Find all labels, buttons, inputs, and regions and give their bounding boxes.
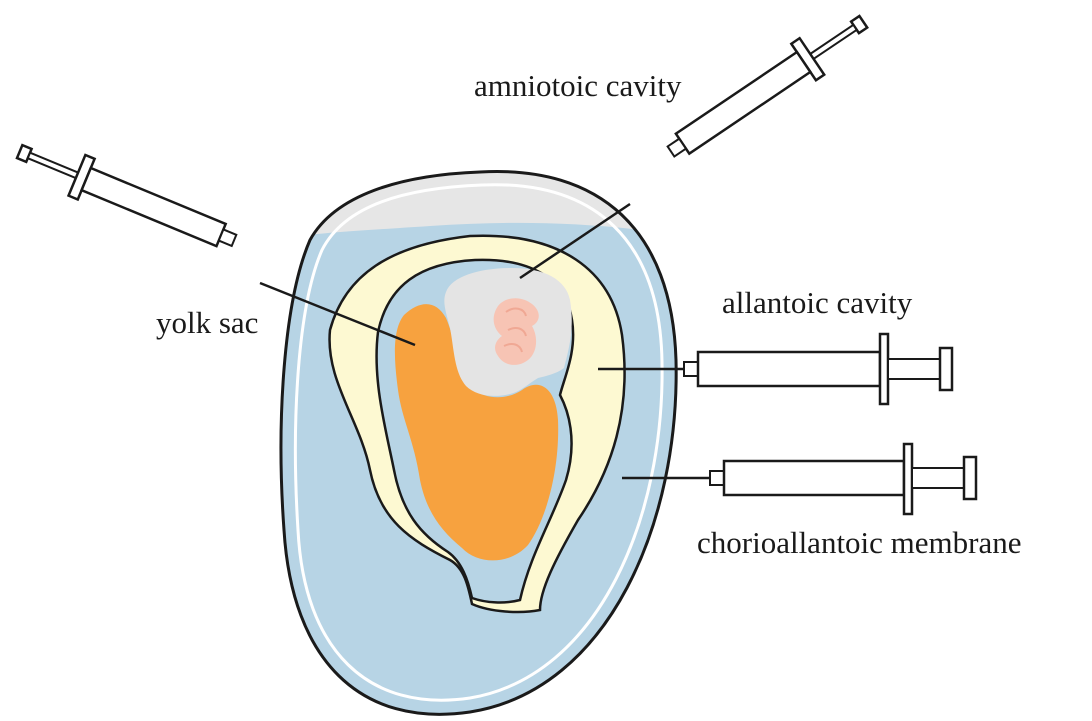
syringe-icon (684, 334, 952, 404)
syringe-icon (659, 4, 876, 170)
label-yolk-sac: yolk sac (156, 305, 258, 340)
syringe-icon (11, 131, 242, 260)
label-amniotic-cavity: amniotoic cavity (474, 68, 682, 103)
label-chorioallantoic-membrane: chorioallantoic membrane (697, 525, 1022, 560)
syringe-icon (710, 444, 976, 514)
syringe-chorioallantoic-membrane (622, 444, 976, 514)
label-allantoic-cavity: allantoic cavity (722, 285, 913, 320)
